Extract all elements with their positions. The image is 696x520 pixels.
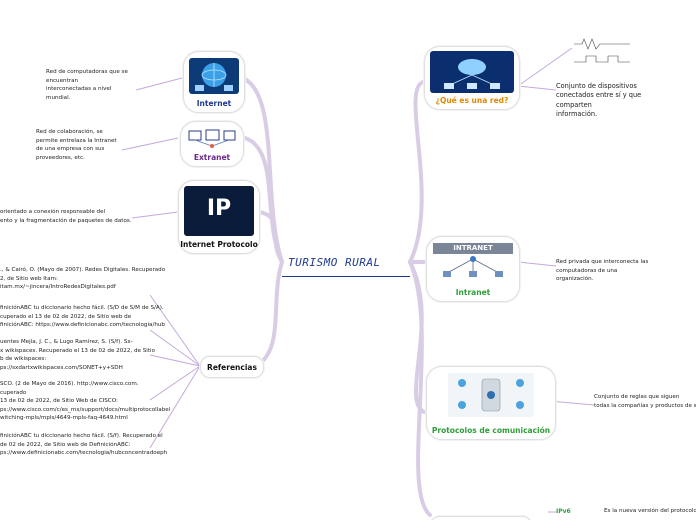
node-que-es-red-label: ¿Qué es una red? [435, 96, 509, 105]
node-internet-protocolo[interactable]: IP Internet Protocolo [178, 180, 260, 254]
reference-1: ., & Cairó, O. (Mayo de 2007). Redes Dig… [0, 267, 166, 291]
network-computers-icon [188, 129, 236, 148]
ip-badge-icon: IP [184, 186, 254, 236]
protocol-devices-icon [448, 373, 534, 417]
node-protocolos[interactable]: Protocolos de comunicación [426, 366, 556, 440]
note-internet: Red de computadoras que se encuentran in… [46, 69, 128, 101]
signal-wave-icon [574, 38, 630, 63]
central-topic[interactable]: TURISMO RURAL [288, 256, 381, 269]
node-intranet[interactable]: INTRANET Intranet [426, 236, 520, 302]
node-internet-label: Internet [196, 99, 232, 108]
note-internet-protocolo: orientado a conexión responsable del ent… [0, 209, 132, 224]
node-partial-bottom [430, 516, 532, 520]
node-que-es-red[interactable]: ¿Qué es una red? [424, 46, 520, 110]
note-que-es-red: Conjunto de dispositivos conectados entr… [556, 82, 642, 119]
node-intranet-label: Intranet [455, 288, 491, 297]
node-extranet[interactable]: Extranet [180, 121, 244, 167]
intranet-network-icon: INTRANET [433, 243, 513, 279]
note-intranet: Red privada que interconecta las computa… [556, 259, 649, 283]
central-topic-underline [282, 276, 410, 277]
node-internet[interactable]: Internet [183, 51, 245, 113]
reference-3: uentes Mejía, J. C., & Lugo Ramírez, S. … [0, 339, 156, 371]
node-extranet-label: Extranet [193, 153, 231, 162]
node-ipv6-label[interactable]: IPv6 [556, 508, 571, 515]
note-ipv6: Es la nueva versión del protocolo [604, 508, 696, 514]
note-protocolos: Conjunto de reglas que siguen todas la c… [594, 394, 696, 409]
node-referencias[interactable]: Referencias [200, 356, 264, 378]
reference-5: finiciónABC tu diccionario hecho fácil. … [0, 433, 168, 457]
node-protocolos-label: Protocolos de comunicación [431, 426, 551, 435]
globe-network-icon [189, 58, 239, 94]
reference-4: SCO. (2 de Mayo de 2016). http://www.cis… [0, 381, 171, 422]
note-extranet: Red de colaboración, se permite entrelaz… [36, 129, 117, 161]
cloud-network-icon [430, 51, 514, 93]
node-internet-protocolo-label: Internet Protocolo [180, 240, 258, 249]
reference-2: finiciónABC tu diccionario hecho fácil. … [0, 305, 165, 329]
node-referencias-label: Referencias [207, 363, 257, 372]
